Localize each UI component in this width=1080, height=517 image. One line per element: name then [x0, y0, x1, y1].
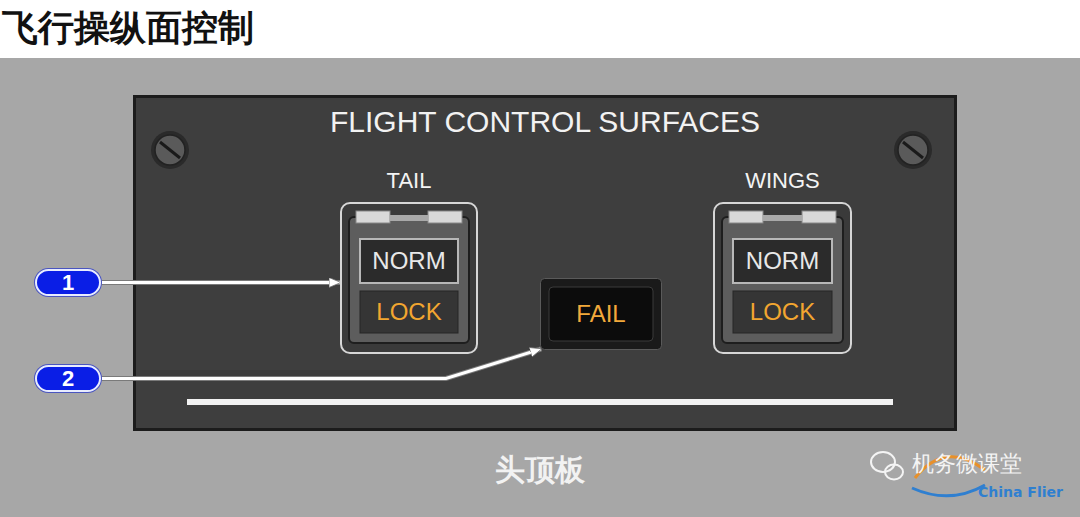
screw: [151, 131, 189, 169]
chat-bubble: [885, 465, 903, 480]
callout-number: 1: [37, 271, 99, 294]
leader-line: [102, 349, 541, 379]
switch-legend: LOCK: [340, 298, 478, 326]
switch-legend: NORM: [713, 247, 852, 275]
grey-band: [0, 58, 1080, 517]
leader-arrow: [102, 349, 541, 379]
switch-bezel: [714, 203, 851, 353]
switch-guard-art: [713, 202, 852, 354]
control-panel: TAIL NORM LOCK FAIL WINGS NORM LOCK FLIGHT CONT…: [133, 95, 957, 431]
watermark-text: China Flier: [978, 484, 1063, 500]
screw: [894, 131, 932, 169]
screw-rim: [894, 131, 932, 169]
page-title: 飞行操纵面控制: [2, 4, 254, 53]
callout-number: 1: [35, 269, 101, 296]
switch-bezel: [341, 203, 477, 353]
screw-rim: [151, 131, 189, 169]
screw-head: [898, 135, 928, 165]
screw-slot: [160, 142, 180, 158]
switch-guard-art: [340, 202, 478, 354]
fail-light: FAIL: [540, 278, 662, 350]
light-bezel: [541, 279, 662, 350]
watermark-text: 机务微课堂: [912, 449, 1022, 479]
guarded-switch: TAILNORMLOCK: [340, 202, 478, 354]
switch-legend: NORM: [340, 247, 478, 275]
leader-outline: [102, 280, 340, 285]
callout-number: 2: [35, 365, 101, 392]
panel-stripe: [187, 399, 893, 405]
panel-title: FLIGHT CONTROL SURFACES: [133, 105, 957, 140]
guard-bar: [390, 215, 428, 221]
annunciator-text: FAIL: [540, 300, 662, 328]
leader-arrow: [102, 282, 340, 283]
callout-number: 2: [37, 367, 99, 390]
guarded-switch: WINGSNORMLOCK: [713, 202, 852, 354]
logo-arc: [912, 485, 985, 496]
leader-line: [102, 281, 340, 284]
guard-hinge: [729, 211, 763, 223]
switch-legend: LOCK: [713, 298, 852, 326]
switch-heading: WINGS: [713, 168, 852, 193]
guard-hinge: [428, 211, 462, 223]
chat-bubble: [871, 452, 895, 472]
guard-hinge: [356, 211, 390, 223]
switch-heading: TAIL: [340, 168, 478, 193]
guard-bar: [763, 215, 802, 221]
screw-head: [155, 135, 185, 165]
leader-outline: [102, 349, 541, 379]
guard-hinge: [802, 211, 836, 223]
screw-slot: [903, 142, 923, 158]
